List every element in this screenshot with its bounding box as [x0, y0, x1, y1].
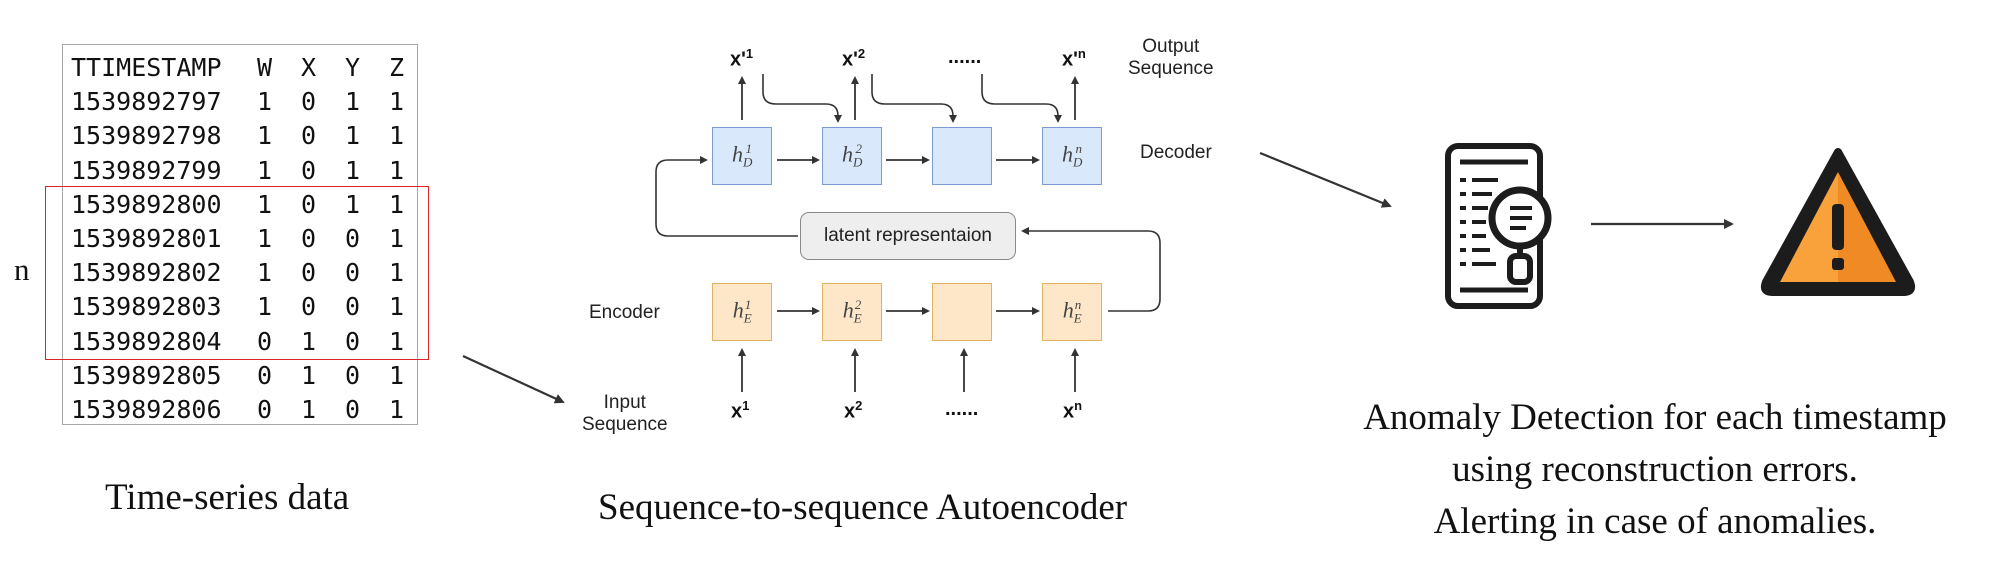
decoder-cell-2: hD2 [822, 127, 882, 185]
table-cell: 1539892797 [71, 87, 222, 117]
table-cell: 0 [301, 87, 317, 117]
decoder-cell-n: hDn [1042, 127, 1102, 185]
table-cell: X [301, 53, 317, 82]
table-cell: 1 [345, 155, 361, 185]
decoder-label: Decoder [1140, 142, 1212, 163]
detection-caption-line-1: Anomaly Detection for each timestamp [1363, 397, 1947, 438]
input-sequence-label: Input Sequence [582, 392, 668, 435]
table-cell: 1 [389, 258, 405, 288]
table-cell: 1 [301, 326, 317, 356]
detection-caption-line-2: using reconstruction errors. [1452, 449, 1858, 490]
table-cell: 0 [301, 292, 317, 322]
encoder-cell-n: hEn [1042, 283, 1102, 341]
table-cell: 1 [257, 155, 273, 185]
table-cell: 1539892800 [71, 189, 222, 219]
table-cell: 1 [345, 121, 361, 151]
table-cell: 1539892806 [71, 395, 222, 424]
warning-icon [1760, 148, 1916, 296]
input-x1-label: x1 [731, 398, 750, 423]
table-cell: 1539892805 [71, 360, 222, 390]
sliding-window-box [45, 186, 429, 360]
table-cell: 1 [389, 395, 405, 424]
table-cell: TTIMESTAMP [71, 53, 222, 82]
table-cell: W [257, 53, 273, 82]
table-cell: 0 [301, 258, 317, 288]
table-cell: 1539892801 [71, 224, 222, 253]
table-cell: 1 [257, 189, 273, 219]
encoder-label: Encoder [589, 302, 660, 323]
decoder-cell-1: hD1 [712, 127, 772, 185]
input-ellipsis-label: ...... [945, 398, 979, 420]
table-cell: 1539892804 [71, 326, 222, 356]
table-cell: 1 [257, 258, 273, 288]
table-cell: 0 [301, 224, 317, 253]
output-x1-label: x'1 [730, 46, 754, 71]
table-cell: Y [345, 53, 361, 82]
table-cell: 0 [345, 326, 361, 356]
detection-caption-line-3: Alerting in case of anomalies. [1433, 501, 1877, 542]
table-cell: 0 [301, 121, 317, 151]
table-cell: 0 [301, 155, 317, 185]
table-cell: 1539892798 [71, 121, 222, 151]
table-cell: 1 [257, 121, 273, 151]
table-cell: 0 [345, 258, 361, 288]
arrow-autoencoder-to-detection [1259, 151, 1392, 208]
table-cell: 1 [301, 395, 317, 424]
output-ellipsis-label: ...... [948, 46, 982, 68]
table-cell: 1 [345, 87, 361, 117]
table-cell: 0 [301, 189, 317, 219]
input-x2-label: x2 [844, 398, 863, 423]
encoder-cell-1: hE1 [712, 283, 772, 341]
table-cell: 0 [257, 326, 273, 356]
table-cell: 0 [257, 360, 273, 390]
table-cell: 1 [389, 292, 405, 322]
table-cell: 0 [345, 395, 361, 424]
table-cell: 1 [389, 360, 405, 390]
table-cell: 1 [389, 224, 405, 253]
decoder-cell-3 [932, 127, 992, 185]
table-cell: 1 [389, 326, 405, 356]
table-cell: 1539892799 [71, 155, 222, 185]
detection-caption: Anomaly Detection for each timestamp usi… [1310, 392, 2000, 548]
table-cell: 0 [345, 224, 361, 253]
table-cell: Z [389, 53, 405, 82]
log-inspection-icon [1445, 143, 1552, 309]
table-cell: 1 [389, 121, 405, 151]
window-size-label: n [14, 252, 30, 287]
table-cell: 1 [257, 292, 273, 322]
latent-representation-box: latent representaion [800, 212, 1016, 260]
table-cell: 1539892802 [71, 258, 222, 288]
encoder-cell-2: hE2 [822, 283, 882, 341]
table-cell: 1 [301, 360, 317, 390]
output-sequence-label: Output Sequence [1128, 36, 1214, 79]
autoencoder-caption: Sequence-to-sequence Autoencoder [598, 487, 1128, 528]
table-cell: 1 [389, 189, 405, 219]
table-cell: 0 [345, 360, 361, 390]
encoder-cell-3 [932, 283, 992, 341]
table-cell: 0 [345, 292, 361, 322]
table-cell: 0 [257, 395, 273, 424]
table-cell: 1 [389, 87, 405, 117]
input-xn-label: xn [1063, 398, 1083, 423]
time-series-caption: Time-series data [105, 477, 350, 518]
table-cell: 1 [389, 155, 405, 185]
table-cell: 1539892803 [71, 292, 222, 322]
table-cell: 1 [257, 87, 273, 117]
table-cell: 1 [257, 224, 273, 253]
table-cell: 1 [345, 189, 361, 219]
arrow-table-to-autoencoder [462, 355, 565, 404]
output-x2-label: x'2 [842, 46, 866, 71]
output-xn-label: x'n [1062, 46, 1086, 71]
